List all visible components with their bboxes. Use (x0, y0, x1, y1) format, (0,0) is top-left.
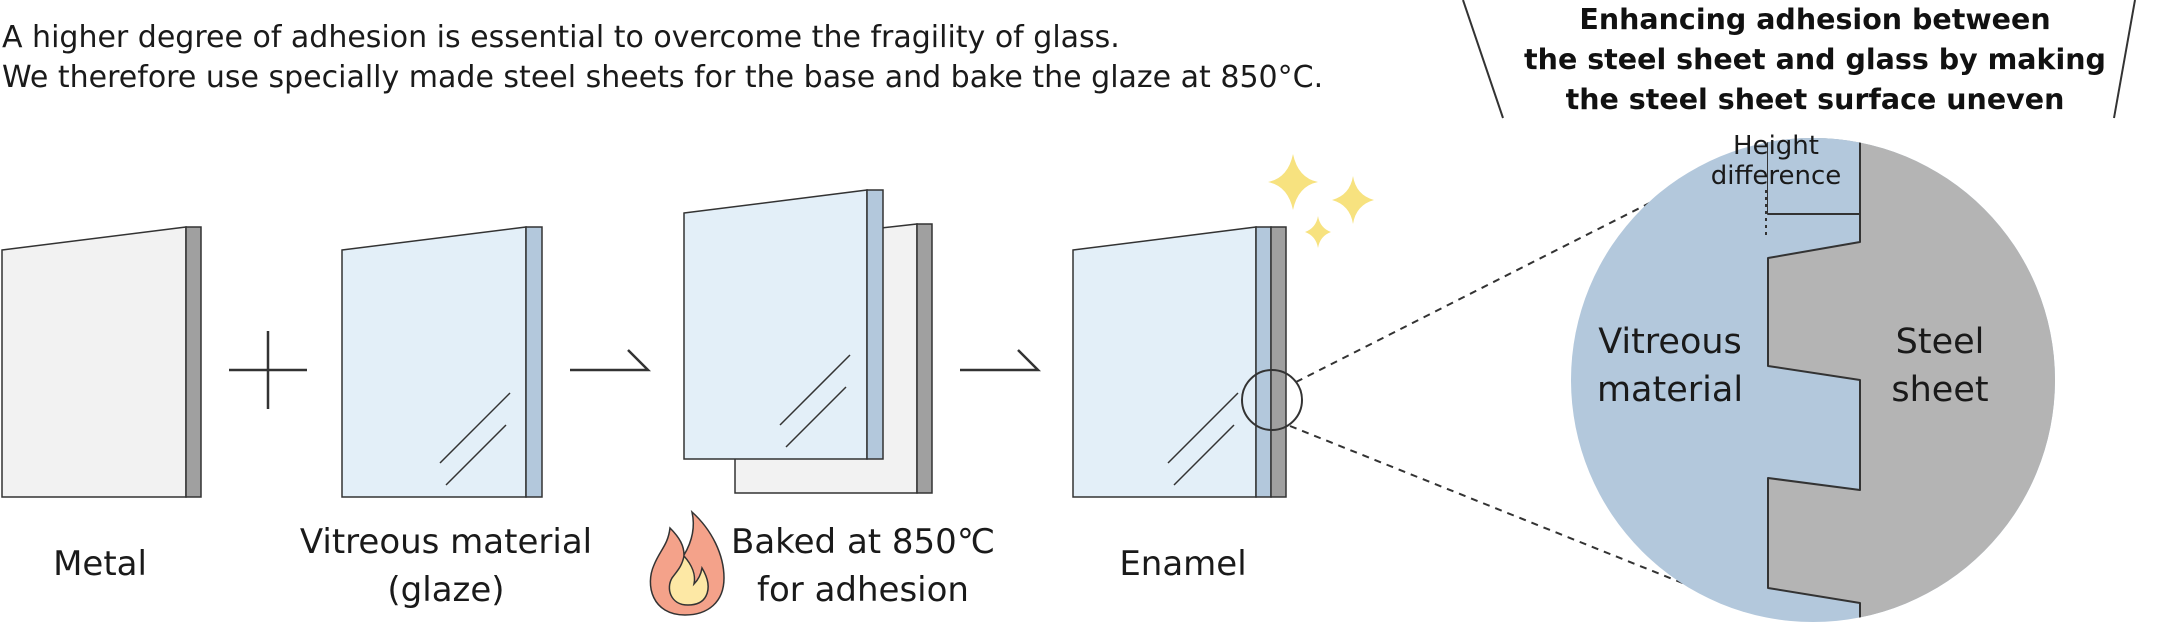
intro-line-1: A higher degree of adhesion is essential… (2, 20, 1120, 55)
arrow-right-icon (570, 349, 652, 372)
vitreous-material-label: Vitreous material (1596, 322, 1744, 410)
step-label-baking: Baked at 850℃ for adhesion (731, 522, 995, 610)
plus-icon (229, 331, 307, 409)
height-difference-label: Height difference (1710, 131, 1842, 191)
intro-line-2: We therefore use specially made steel sh… (2, 60, 1324, 95)
baking-stack (683, 189, 933, 494)
zoom-guide-lower (1289, 425, 1746, 609)
zoom-title: Enhancing adhesion between the steel she… (1524, 3, 2106, 116)
flame-icon (649, 509, 725, 616)
metal-sheet (1, 226, 202, 498)
step-label-glaze: Vitreous material (glaze) (299, 522, 593, 610)
step-label-metal: Metal (53, 544, 147, 584)
magnifier-circle-icon (1241, 369, 1303, 431)
enamel-panel (1072, 226, 1287, 498)
title-bracket-left (1462, 0, 1504, 119)
step-label-enamel: Enamel (1119, 544, 1247, 584)
zoom-detail (1571, 138, 2055, 622)
arrow-right-icon (960, 349, 1042, 372)
sparkle-icon (1268, 154, 1374, 248)
steel-sheet-label: Steel sheet (1891, 322, 1989, 410)
glaze-panel (341, 226, 543, 498)
title-bracket-right (2113, 0, 2136, 119)
zoom-guide-upper (1295, 179, 1696, 383)
